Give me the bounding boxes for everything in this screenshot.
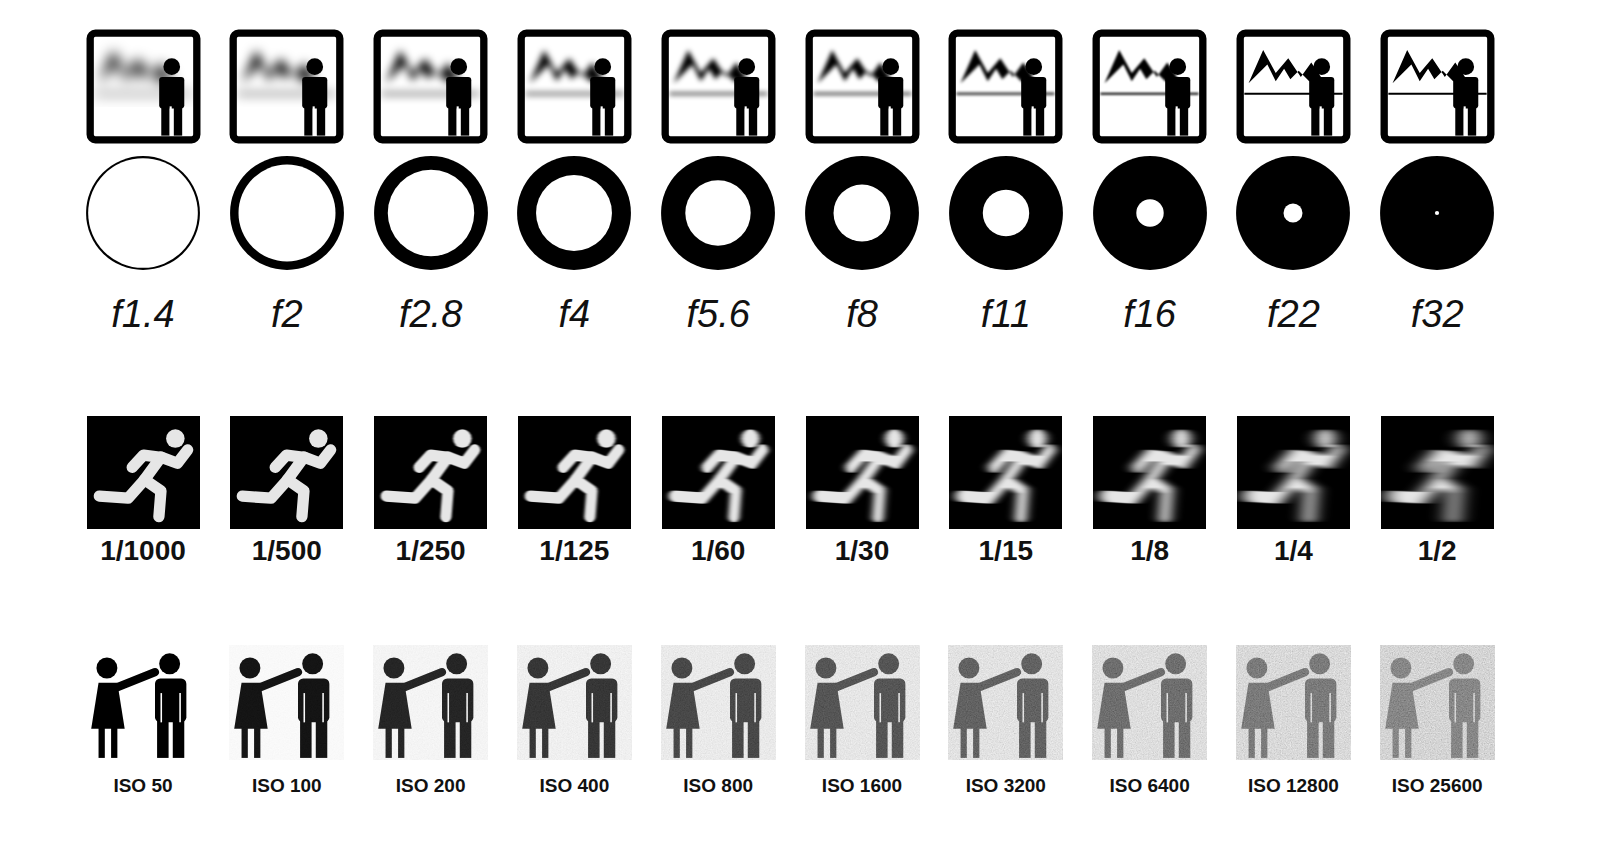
depth-of-field-icon <box>229 29 344 144</box>
f-number-label: f4 <box>559 295 591 333</box>
f-number-label: f8 <box>846 295 878 333</box>
shutter-speed-icon <box>662 416 775 529</box>
f-number-label: f2.8 <box>399 295 462 333</box>
shutter-speed-icon <box>949 416 1062 529</box>
iso-label: ISO 800 <box>683 776 753 795</box>
iso-label: ISO 200 <box>396 776 466 795</box>
aperture-circle <box>1379 155 1495 271</box>
depth-of-field-icon <box>86 29 201 144</box>
iso-noise-icon <box>1236 645 1351 760</box>
shutter-speed-label: 1/2 <box>1418 537 1457 565</box>
iso-label: ISO 100 <box>252 776 322 795</box>
f-number-label: f2 <box>271 295 303 333</box>
shutter-speed-label: 1/8 <box>1130 537 1169 565</box>
shutter-speed-icon <box>230 416 343 529</box>
iso-label: ISO 50 <box>113 776 172 795</box>
iso-noise-icon <box>1092 645 1207 760</box>
shutter-speed-label: 1/4 <box>1274 537 1313 565</box>
iso-noise-icon <box>229 645 344 760</box>
shutter-speed-icon <box>518 416 631 529</box>
shutter-speed-label: 1/15 <box>979 537 1034 565</box>
iso-noise-icon <box>373 645 488 760</box>
iso-label: ISO 3200 <box>966 776 1046 795</box>
shutter-speed-label: 1/1000 <box>100 537 186 565</box>
shutter-speed-icon <box>1237 416 1350 529</box>
f-number-label: f32 <box>1411 295 1464 333</box>
depth-of-field-icon <box>1092 29 1207 144</box>
aperture-circle <box>229 155 345 271</box>
aperture-circle <box>516 155 632 271</box>
depth-of-field-icon <box>1236 29 1351 144</box>
shutter-speed-icon <box>1093 416 1206 529</box>
aperture-circle <box>948 155 1064 271</box>
f-number-label: f16 <box>1123 295 1176 333</box>
f-number-label: f1.4 <box>111 295 174 333</box>
depth-of-field-icon <box>517 29 632 144</box>
shutter-speed-label: 1/125 <box>539 537 609 565</box>
iso-noise-icon <box>805 645 920 760</box>
iso-noise-icon <box>517 645 632 760</box>
depth-of-field-icon <box>1380 29 1495 144</box>
depth-of-field-icon <box>948 29 1063 144</box>
iso-noise-icon <box>1380 645 1495 760</box>
shutter-speed-label: 1/500 <box>252 537 322 565</box>
shutter-speed-label: 1/30 <box>835 537 890 565</box>
f-number-label: f11 <box>981 295 1031 333</box>
iso-label: ISO 1600 <box>822 776 902 795</box>
shutter-speed-icon <box>806 416 919 529</box>
shutter-speed-icon <box>1381 416 1494 529</box>
aperture-circle <box>1092 155 1208 271</box>
aperture-circle <box>660 155 776 271</box>
iso-label: ISO 400 <box>540 776 610 795</box>
aperture-circle <box>85 155 201 271</box>
iso-label: ISO 12800 <box>1248 776 1339 795</box>
iso-noise-icon <box>661 645 776 760</box>
shutter-speed-icon <box>87 416 200 529</box>
iso-label: ISO 6400 <box>1109 776 1189 795</box>
iso-label: ISO 25600 <box>1392 776 1483 795</box>
shutter-speed-icon <box>374 416 487 529</box>
aperture-circle <box>804 155 920 271</box>
shutter-speed-label: 1/250 <box>396 537 466 565</box>
depth-of-field-icon <box>805 29 920 144</box>
f-number-label: f22 <box>1267 295 1320 333</box>
shutter-speed-label: 1/60 <box>691 537 746 565</box>
depth-of-field-icon <box>373 29 488 144</box>
aperture-circle <box>1235 155 1351 271</box>
depth-of-field-icon <box>661 29 776 144</box>
iso-noise-icon <box>948 645 1063 760</box>
iso-noise-icon <box>86 645 201 760</box>
aperture-circle <box>373 155 489 271</box>
f-number-label: f5.6 <box>686 295 749 333</box>
